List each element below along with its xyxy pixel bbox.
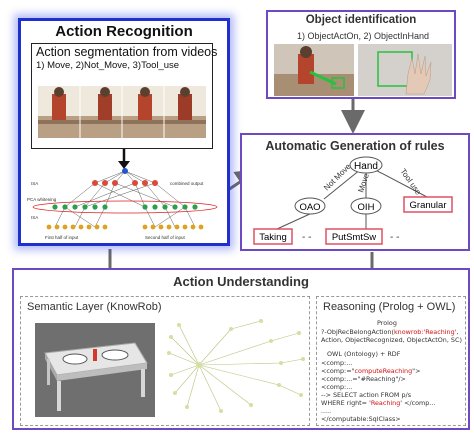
isa-label-bottom: ISA [31, 215, 38, 220]
dashes-right: - - [390, 232, 399, 243]
first-half-label: First half of input [45, 235, 79, 240]
code-highlight: computeReaching [354, 367, 413, 375]
oih-node [350, 197, 382, 215]
code-text: WHERE right= ' [321, 399, 371, 407]
code-text: , [456, 328, 459, 336]
owl-line-5: --> SELECT action FROM p/s [321, 391, 412, 399]
dashes-left: - - [302, 232, 311, 243]
rules-tree: Hand OAO OIH Not Move Move Tool use Gran… [253, 156, 453, 245]
prolog-query-line: ?-ObjRecBelongAction(knowrob:'Reaching', [321, 328, 458, 336]
hand-node [349, 156, 383, 174]
action-segmentation-items: 1) Move, 2)Not_Move, 3)Tool_use [36, 60, 180, 71]
oih-node-label: OIH [358, 202, 375, 213]
code-highlight: knowrob:'Reaching' [393, 328, 457, 336]
taking-box [253, 228, 293, 245]
putsomething-box [325, 228, 383, 245]
rules-title: Automatic Generation of rules [265, 139, 445, 153]
owl-line-6: WHERE right= 'Reaching' </comp... [321, 399, 435, 407]
object-act-on-image [274, 44, 354, 96]
code-text: "> [412, 367, 421, 375]
reasoning-title: Reasoning (Prolog + OWL) [323, 301, 456, 313]
rules-panel: Automatic Generation of rules Hand OAO O… [240, 133, 470, 251]
granular-box [403, 196, 453, 213]
oao-node [294, 197, 326, 215]
isa-label-top: ISA [31, 181, 38, 186]
owl-line-4: <comp:... [321, 383, 353, 391]
object-identification-sub: 1) ObjectActOn, 2) ObjectInHand [296, 31, 430, 41]
table-3d-image [35, 323, 155, 417]
action-segmentation-box: Action segmentation from videos 1) Move,… [31, 43, 217, 149]
hand-node-label: Hand [354, 161, 378, 172]
second-half-label: Second half of input [145, 235, 186, 240]
taking-label: Taking [259, 232, 286, 243]
object-identification-title: Object identification [305, 14, 417, 26]
semantic-layer-panel: Semantic Layer (KnowRob) [20, 296, 310, 426]
granular-label: Granular [410, 200, 447, 211]
action-understanding-title: Action Understanding [173, 274, 309, 289]
reasoning-panel: Reasoning (Prolog + OWL) Prolog ?-ObjRec… [316, 296, 466, 426]
edge-tool-use-label: Tool use [398, 167, 423, 197]
action-recognition-title: Action Recognition [55, 23, 193, 40]
action-recognition-panel: Action Recognition Action segmentation f… [18, 18, 230, 246]
prolog-args-line: Action, ObjectRecognized, ObjectActOn, S… [321, 336, 462, 344]
down-arrow-icon [118, 149, 130, 169]
code-text: ?-ObjRecBelongAction( [321, 328, 394, 336]
owl-line-7: ..... [321, 407, 332, 415]
object-identification-panel: Object identification 1) ObjectActOn, 2)… [266, 10, 456, 99]
semantic-layer-title: Semantic Layer (KnowRob) [27, 301, 162, 313]
owl-label: OWL (Ontology) + RDF [327, 350, 401, 358]
neural-network-diagram: ISA PCA whitening ISA combined output Fi… [27, 168, 218, 240]
owl-line-3: <comp:...="#Reaching"/> [321, 375, 406, 383]
action-understanding-panel: Action Understanding Semantic Layer (Kno… [12, 268, 470, 430]
knowledge-graph-image [167, 319, 305, 413]
pca-label: PCA whitening [27, 197, 57, 202]
owl-line-8: </computable:SqlClass> [321, 415, 401, 423]
putsomething-label: PutSmtSw [332, 232, 376, 243]
code-text: ' </comp... [400, 399, 436, 407]
owl-line-1: <comp:... [321, 359, 353, 367]
code-highlight: Reaching [370, 399, 401, 407]
oao-node-label: OAO [299, 202, 320, 213]
code-text: <comp:=" [321, 367, 355, 375]
action-segmentation-title: Action segmentation from videos [36, 45, 218, 59]
video-frames-image [38, 86, 206, 138]
edge-move-label: Move [356, 172, 371, 194]
owl-line-2: <comp:="computeReaching"> [321, 367, 420, 375]
prolog-label: Prolog [377, 319, 397, 327]
object-in-hand-image [358, 44, 452, 96]
combined-output-label: combined output [170, 181, 204, 186]
